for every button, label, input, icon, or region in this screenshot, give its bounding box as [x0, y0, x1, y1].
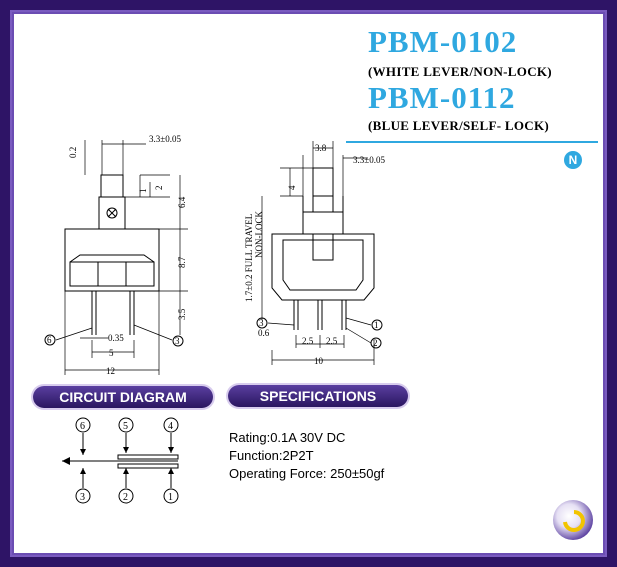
non-lock-label: NON-LOCK — [254, 211, 264, 258]
dim-3-3-right: 3.3±0.05 — [353, 155, 385, 165]
circuit-pin-2: 2 — [123, 492, 128, 503]
model-title-2: PBM-0112 — [368, 80, 516, 115]
pin-1-label: 1 — [374, 320, 379, 330]
dim-top-left: 3.3±0.05 — [149, 134, 181, 144]
header-divider — [346, 141, 598, 143]
dim-12: 12 — [106, 366, 115, 376]
circuit-pin-6: 6 — [80, 421, 85, 432]
circuit-pin-3: 3 — [80, 492, 85, 503]
circuit-pin-5: 5 — [123, 421, 128, 432]
dim-3-5: 3.5 — [177, 308, 187, 320]
model-title-1: PBM-0102 — [368, 24, 518, 59]
dim-10: 10 — [314, 356, 324, 366]
dim-2-5-b: 2.5 — [326, 336, 338, 346]
dim-2-5-a: 2.5 — [302, 336, 314, 346]
pin-3-label: 3 — [175, 336, 180, 346]
pin-3-right-label: 3 — [259, 318, 264, 328]
specifications-heading: SPECIFICATIONS — [228, 385, 408, 407]
circuit-diagram-heading: CIRCUIT DIAGRAM — [33, 386, 213, 408]
pin-6-label: 6 — [47, 335, 52, 345]
pin-2-label: 2 — [373, 338, 378, 348]
spec-function: Function:2P2T — [229, 448, 314, 463]
dim-5: 5 — [109, 348, 114, 358]
circuit-pin-4: 4 — [168, 421, 173, 432]
model-subtitle-2: (BLUE LEVER/SELF- LOCK) — [368, 118, 549, 133]
dim-4: 4 — [287, 185, 297, 190]
dim-0-6: 0.6 — [258, 328, 270, 338]
content-area — [12, 12, 605, 555]
swirl-icon — [563, 510, 585, 532]
dim-2: 2 — [154, 186, 164, 191]
dim-1: 1 — [138, 189, 148, 194]
dim-8-7: 8.7 — [177, 256, 187, 268]
circuit-pin-1: 1 — [168, 492, 173, 503]
spec-force: Operating Force: 250±50gf — [229, 466, 385, 481]
dim-6-4: 6.4 — [177, 196, 187, 208]
model-subtitle-1: (WHITE LEVER/NON-LOCK) — [368, 64, 552, 79]
dim-3-8: 3.8 — [315, 143, 327, 153]
full-travel-label: 1.7±0.2 FULL TRAVEL — [244, 214, 254, 302]
company-logo-icon — [553, 500, 593, 540]
dim-0-2: 0.2 — [68, 147, 78, 158]
spec-rating: Rating:0.1A 30V DC — [229, 430, 346, 445]
n-badge-icon: N — [564, 151, 582, 169]
dim-0-35: 0.35 — [108, 333, 124, 343]
